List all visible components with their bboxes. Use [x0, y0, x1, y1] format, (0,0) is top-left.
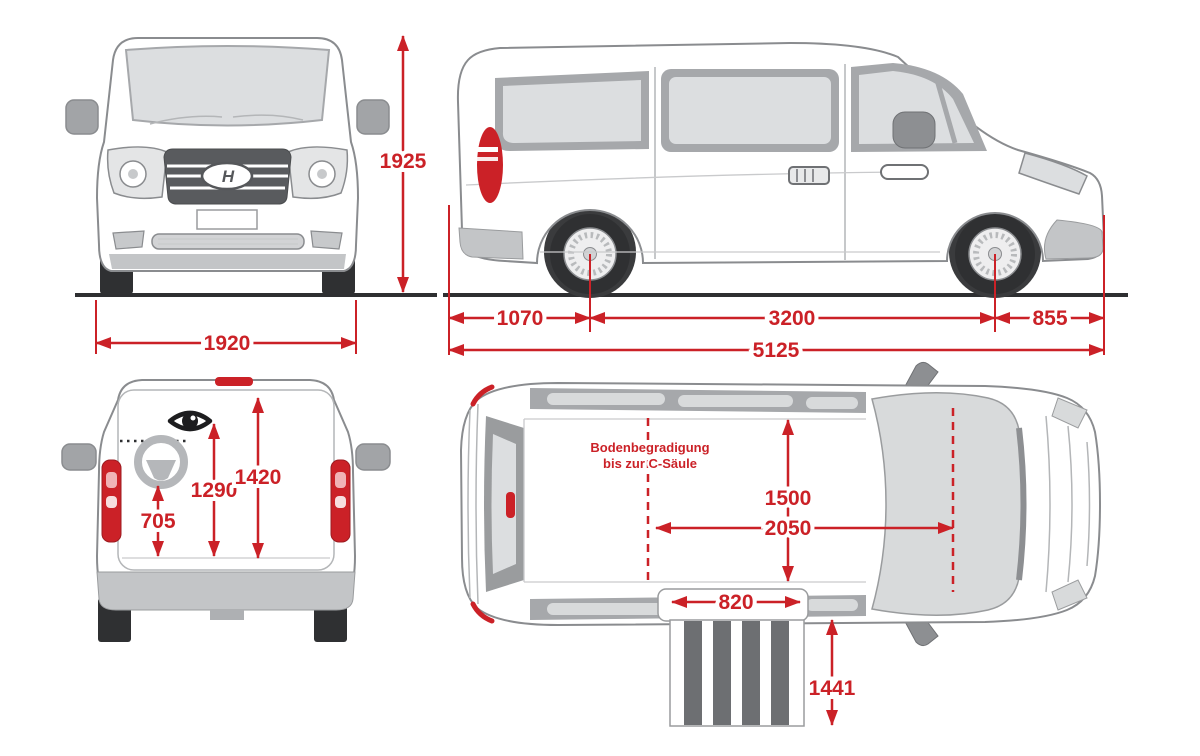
- sliding-door-window: [669, 77, 831, 144]
- dim-label-wheelbase: 3200: [769, 307, 816, 330]
- hyundai-logo: [200, 161, 254, 191]
- dim-label-middle-height: 1290: [191, 479, 238, 502]
- dim-door-opening-width: 820: [671, 587, 801, 618]
- windshield-top-view: [871, 392, 1025, 616]
- left-fog-lamp: [112, 230, 145, 250]
- tail-lamp-side: [477, 127, 503, 203]
- dim-overall-height: 1925: [376, 35, 431, 293]
- sliding-door-handle: [788, 166, 830, 185]
- rear-window-top: [491, 434, 516, 574]
- rear-corner-lamp-top: [470, 384, 495, 407]
- tailgate-edge-lines: [467, 403, 479, 605]
- rear-bumper-side: [458, 227, 524, 260]
- side-window-top-1: [547, 393, 665, 405]
- floor-note-line1: Bodenbegradigung: [590, 440, 709, 455]
- rear-left-mirror: [61, 443, 97, 471]
- dim-overall-width: 1920: [95, 300, 357, 359]
- tail-lamp-stripe-1: [475, 147, 498, 152]
- door-seams: [654, 64, 846, 260]
- right-lamp-bulb: [317, 169, 327, 179]
- far-side-mirror: [892, 111, 936, 149]
- left-mirror: [65, 99, 99, 135]
- dim-label-opening-height: 1420: [235, 466, 282, 489]
- dim-label-overall-length: 5125: [753, 339, 800, 362]
- ramp: [669, 619, 805, 727]
- dim-label-rear-overhang: 1070: [497, 307, 544, 330]
- dim-lower-height: 705: [136, 485, 180, 557]
- tow-hitch: [210, 610, 244, 620]
- dim-middle-height: 1290: [187, 423, 241, 557]
- tail-lamp-stripe-2: [475, 157, 498, 161]
- dim-label-front-overhang: 855: [1032, 307, 1067, 330]
- bumper-grille-slats: [158, 238, 298, 245]
- cargo-floor-lines: [523, 418, 866, 583]
- rear-view: 705 1290 1420: [61, 377, 391, 642]
- front-view: H 1925 1920: [65, 35, 437, 359]
- side-window-top-2: [678, 395, 793, 407]
- headlight-side: [1018, 152, 1088, 195]
- dim-floor-length: 2050: [655, 513, 954, 544]
- dim-label-lower-height: 705: [140, 510, 175, 533]
- high-brake-lamp: [215, 377, 253, 386]
- rear-right-tail-lamp: [330, 459, 351, 543]
- wipers: [149, 114, 304, 125]
- dim-label-interior-width: 1500: [765, 487, 812, 510]
- front-door-handle: [880, 164, 929, 180]
- eye-icon: [167, 410, 213, 432]
- hyundai-logo-letter: H: [222, 167, 235, 186]
- vent-window-divider: [934, 79, 958, 144]
- handle-ridges: [796, 169, 814, 182]
- side-view: 1070 3200 855 5125: [443, 41, 1128, 366]
- headlight-top-right: [1051, 579, 1088, 611]
- body-lines: [465, 171, 940, 253]
- license-plate: [196, 209, 258, 230]
- dim-label-ramp-length: 1441: [809, 677, 856, 700]
- dim-label-door-opening-width: 820: [718, 591, 753, 614]
- side-window-top-3: [806, 397, 858, 409]
- front-bumper-skirt: [109, 254, 346, 269]
- rear-corner-lamp-bottom: [470, 601, 495, 624]
- dim-overall-length: 5125: [448, 335, 1105, 366]
- headlight-top-left: [1051, 397, 1088, 429]
- dim-label-overall-height: 1925: [380, 150, 427, 173]
- door-window: [859, 71, 974, 144]
- bumper-grille: [151, 233, 305, 250]
- top-view: Bodenbegradigung bis zur C-Säule 1500 20…: [459, 361, 1102, 727]
- windshield: [124, 45, 331, 127]
- right-fog-lamp: [310, 230, 343, 250]
- right-mirror: [356, 99, 390, 135]
- left-lamp-bulb: [128, 169, 138, 179]
- side-window-bottom-3: [806, 599, 858, 611]
- dim-label-overall-width: 1920: [204, 332, 251, 355]
- dim-wheelbase: 3200: [589, 303, 996, 334]
- rear-left-tail-lamp: [101, 459, 122, 543]
- rear-right-mirror: [355, 443, 391, 471]
- dim-front-overhang: 855: [994, 303, 1105, 334]
- quarter-window: [502, 80, 641, 143]
- side-window-bottom-1: [547, 603, 665, 615]
- dim-rear-overhang: 1070: [448, 303, 591, 334]
- hood-lines: [1045, 415, 1091, 593]
- extension-lines-side: [448, 205, 1105, 355]
- dim-interior-width: 1500: [761, 419, 815, 582]
- floor-note-line2: bis zur C-Säule: [603, 456, 697, 471]
- rear-bumper: [96, 571, 356, 611]
- dim-label-floor-length: 2050: [765, 517, 812, 540]
- dim-opening-height: 1420: [231, 397, 285, 559]
- tailgate-brake-lamp: [506, 492, 515, 518]
- dim-ramp-length: 1441: [805, 619, 860, 726]
- front-bumper-side: [1043, 219, 1104, 260]
- cowl-band: [1016, 427, 1027, 581]
